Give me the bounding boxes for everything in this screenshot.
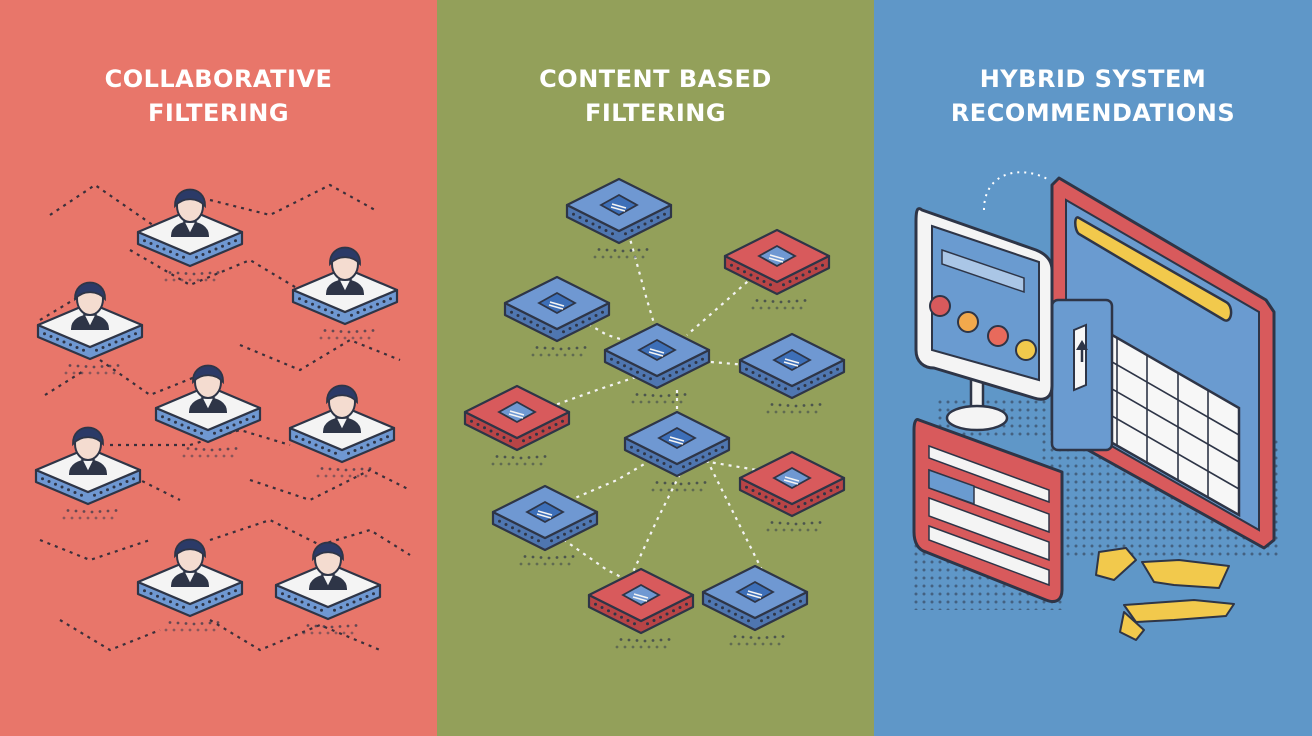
connection-line [239, 338, 401, 372]
user-node-icon [288, 384, 396, 478]
user-node-icon [36, 281, 144, 375]
content-network-diagram [463, 177, 846, 649]
panel-content-based-filtering: CONTENT BASED FILTERING [437, 0, 874, 736]
title-line-1: CONTENT BASED [539, 65, 772, 93]
user-network-diagram [34, 183, 411, 652]
title-line-2: RECOMMENDATIONS [950, 99, 1236, 127]
user-node-icon [274, 541, 382, 635]
list-card [912, 418, 1064, 604]
connection-line [39, 538, 151, 562]
content-tile-icon [565, 177, 673, 259]
content-tile-icon [738, 332, 846, 414]
data-grid-icon [1084, 317, 1241, 518]
panel-title: COLLABORATIVE FILTERING [0, 62, 437, 130]
panel-hybrid-system: HYBRID SYSTEM RECOMMENDATIONS [874, 0, 1312, 736]
title-line-1: COLLABORATIVE [104, 65, 333, 93]
status-dot-orange [957, 311, 979, 333]
content-tile-icon [701, 564, 809, 646]
content-tile-icon [738, 450, 846, 532]
hybrid-dashboard-illustration [912, 171, 1279, 641]
content-tile-icon [723, 228, 831, 310]
content-tile-icon [463, 384, 571, 466]
status-dot-red [929, 295, 951, 317]
user-node-icon [154, 364, 262, 458]
arrow-up-icon [1076, 340, 1088, 350]
content-tile-icon [587, 567, 695, 649]
title-line-1: HYBRID SYSTEM [979, 65, 1207, 93]
connection-line [59, 619, 161, 652]
panel-title: CONTENT BASED FILTERING [437, 62, 874, 130]
content-tile-icon [603, 322, 711, 404]
status-dot-yellow [1015, 339, 1037, 361]
connection-line [129, 249, 301, 291]
recommendation-panel [1050, 176, 1276, 550]
connection-line [626, 459, 688, 586]
highlight-bar [1074, 216, 1233, 322]
content-tile-icon [623, 410, 731, 492]
monitor-icon [914, 207, 1054, 432]
connection-line [99, 359, 201, 397]
connection-line [249, 468, 411, 502]
connection-line [209, 619, 381, 652]
content-tile-icon [503, 275, 611, 357]
dotted-connector [983, 171, 1050, 211]
content-tile-icon [491, 484, 599, 566]
connection-line [209, 518, 411, 556]
status-dot-red-2 [987, 325, 1009, 347]
connection-line [49, 183, 161, 231]
title-line-2: FILTERING [147, 99, 290, 127]
title-line-2: FILTERING [584, 99, 727, 127]
connection-line [209, 183, 376, 217]
user-node-icon [136, 188, 244, 282]
user-node-icon [34, 426, 142, 520]
puzzle-pieces-icon [1095, 547, 1235, 641]
panel-collaborative-filtering: COLLABORATIVE FILTERING [0, 0, 437, 736]
panel-title: HYBRID SYSTEM RECOMMENDATIONS [874, 62, 1312, 130]
user-node-icon [291, 246, 399, 340]
user-node-icon [136, 538, 244, 632]
